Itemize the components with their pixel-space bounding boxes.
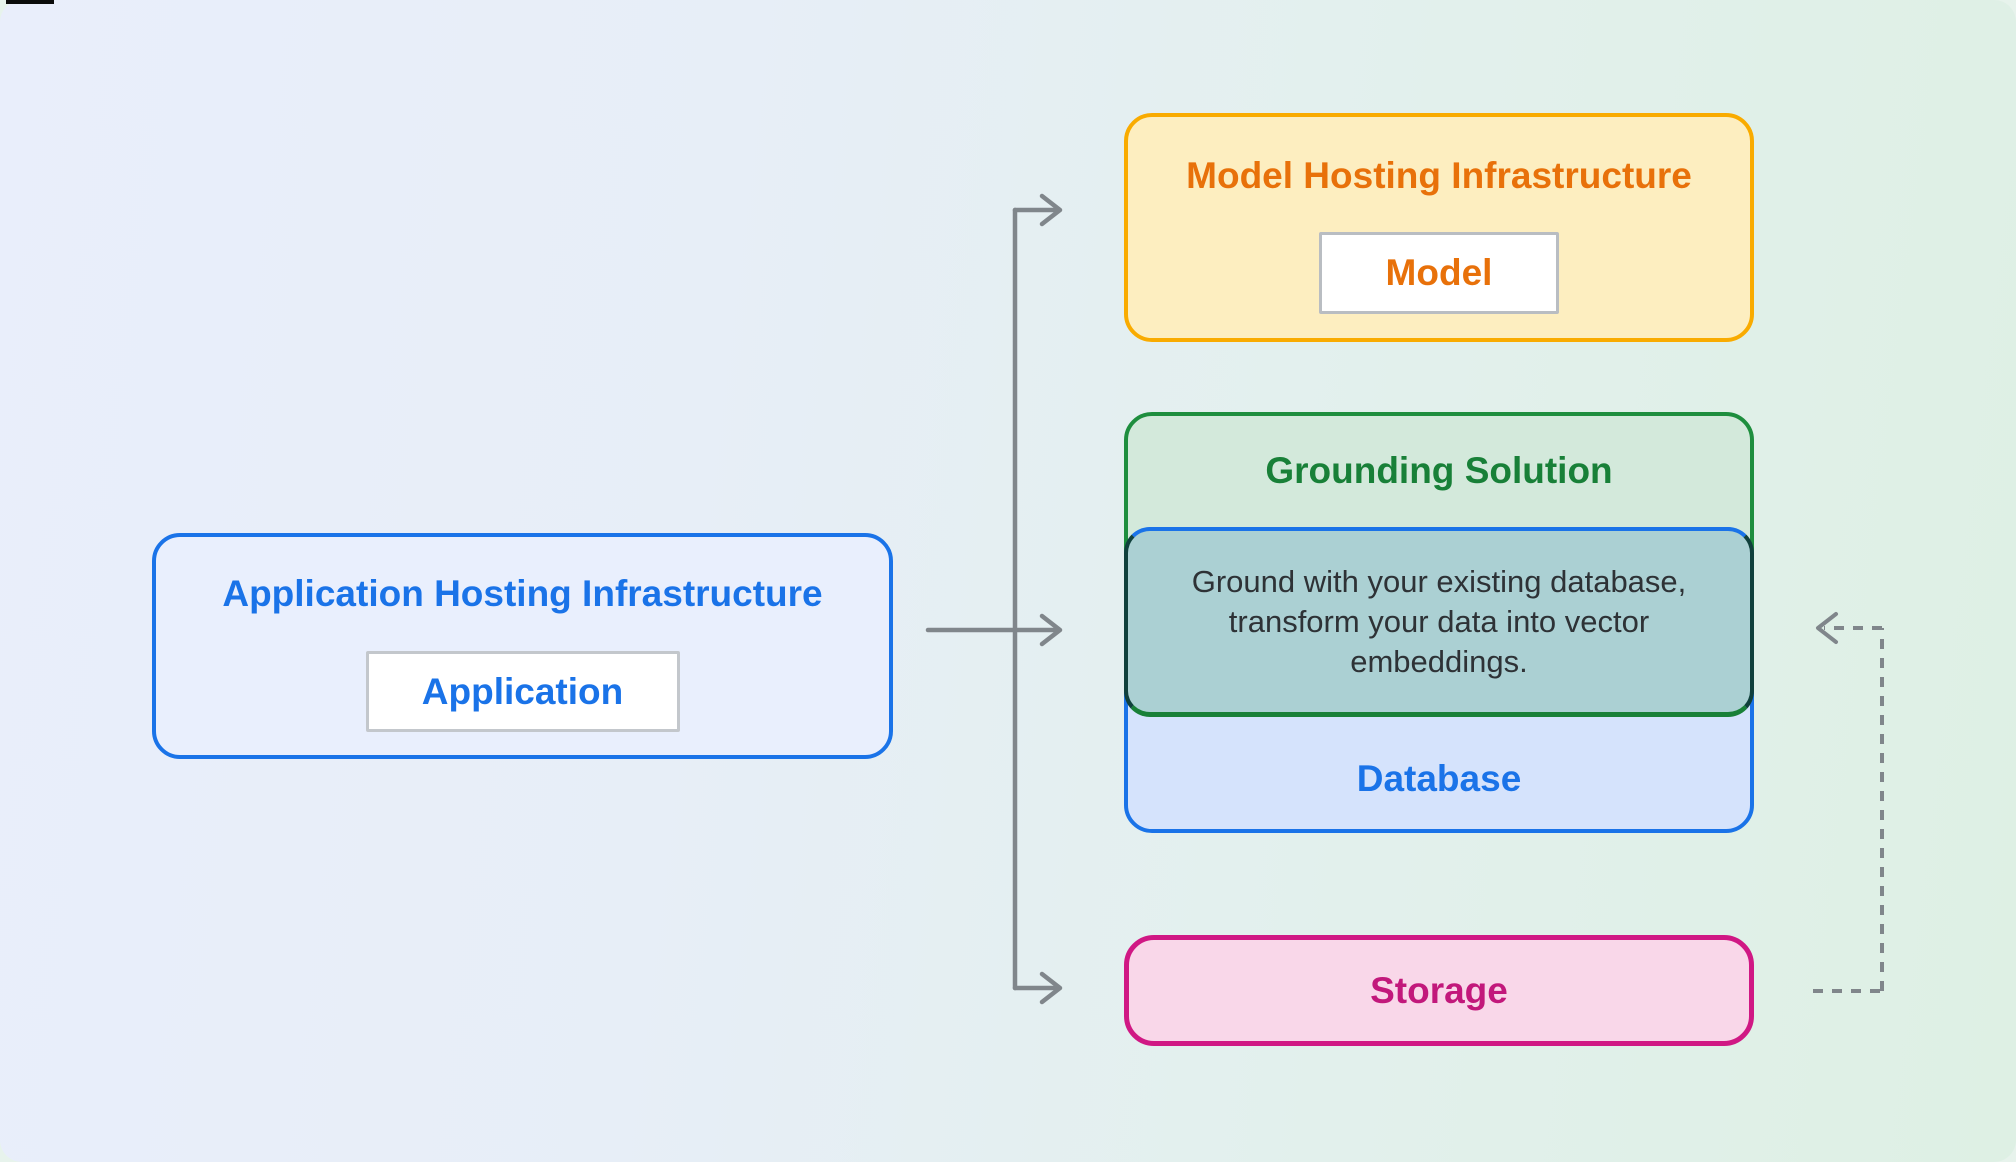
- application-hosting-title: Application Hosting Infrastructure: [222, 573, 823, 614]
- arrowhead-storage-icon: [1039, 971, 1063, 1005]
- grounding-description-text: Ground with your existing database, tran…: [1191, 563, 1687, 679]
- grounding-solution-title: Grounding Solution: [1265, 450, 1613, 491]
- storage-label: Storage: [1370, 969, 1508, 1011]
- application-chip: Application: [365, 651, 680, 732]
- application-hosting-box: Application Hosting Infrastructure Appli…: [152, 533, 893, 759]
- model-hosting-box: Model Hosting Infrastructure Model: [1124, 113, 1754, 342]
- model-chip: Model: [1319, 232, 1559, 314]
- arrowhead-model-icon: [1039, 193, 1063, 227]
- application-chip-label: Application: [421, 670, 624, 712]
- arrowhead-grounding-icon: [1039, 613, 1063, 647]
- grounding-description-panel: Ground with your existing database, tran…: [1124, 527, 1754, 717]
- model-chip-label: Model: [1385, 252, 1493, 293]
- screenshot-artifact: [6, 0, 54, 4]
- model-hosting-title: Model Hosting Infrastructure: [1186, 155, 1692, 196]
- arrowhead-feedback-icon: [1816, 612, 1838, 644]
- database-label: Database: [1356, 758, 1522, 799]
- storage-box: Storage: [1124, 935, 1754, 1046]
